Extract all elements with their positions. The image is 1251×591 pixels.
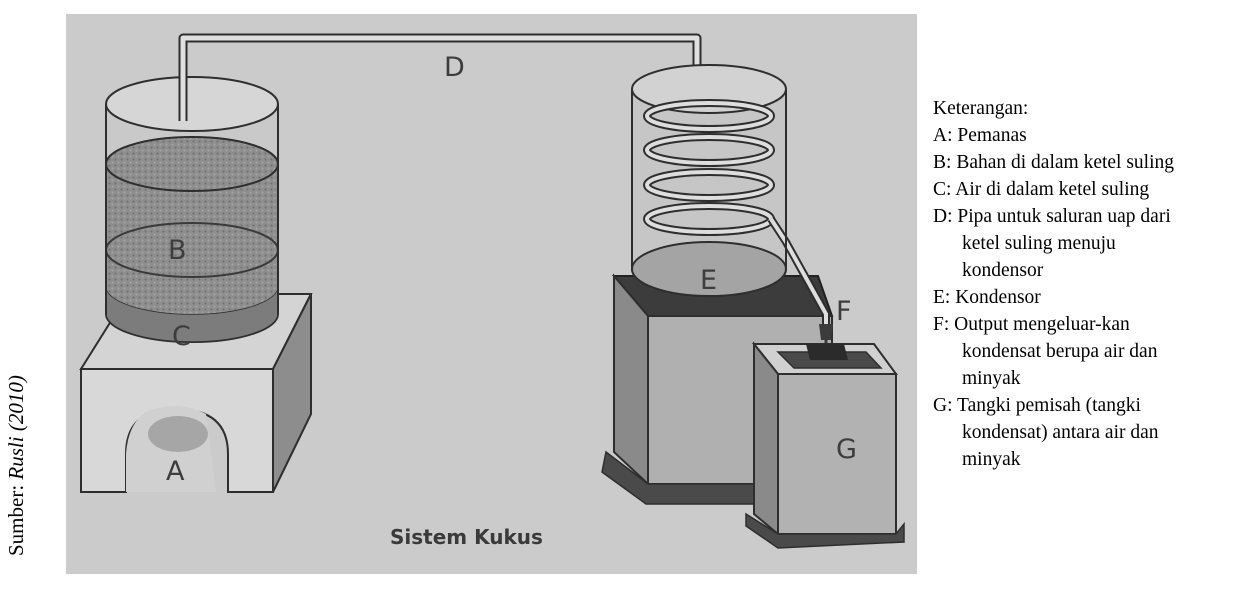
legend-text-continued: ketel suling menuju (962, 233, 1116, 254)
legend-key: B: (933, 152, 952, 173)
legend-text-continued: minyak (962, 449, 1021, 470)
legend-item: E: Kondensor (933, 284, 1245, 311)
legend-text: Output mengeluar-kan (954, 314, 1130, 335)
diagram-caption: Sistem Kukus (390, 525, 543, 549)
legend-key: E: (933, 287, 951, 308)
legend-text: Pemanas (957, 125, 1027, 146)
label-b: B (168, 235, 187, 266)
legend-text-continued: minyak (962, 368, 1021, 389)
legend-key: D: (933, 206, 953, 227)
legend-key: A: (933, 125, 953, 146)
legend-item: F: Output mengeluar-kan kondensat berupa … (933, 311, 1245, 392)
condenser-e (631, 64, 830, 326)
label-d: D (444, 52, 465, 83)
legend-title: Keterangan: (933, 98, 1029, 119)
legend-key: G: (933, 395, 953, 416)
label-g: G (836, 434, 857, 465)
still-boiler (105, 76, 279, 343)
legend-item: A: Pemanas (933, 122, 1245, 149)
legend-key: C: (933, 179, 952, 200)
source-author: Rusli (2010) (4, 375, 28, 480)
label-c: C (172, 321, 191, 352)
legend-text: Pipa untuk saluran uap dari (957, 206, 1171, 227)
legend-text-continued: kondensat berupa air dan (962, 341, 1158, 362)
legend-item: B: Bahan di dalam ketel suling (933, 149, 1245, 176)
separator-tank-g (745, 341, 905, 549)
legend-item: C: Air di dalam ketel suling (933, 176, 1245, 203)
legend-item: G: Tangki pemisah (tangki kondensat) anta… (933, 392, 1245, 473)
legend-text: Kondensor (955, 287, 1041, 308)
source-credit: Sumber: Rusli (2010) (4, 375, 29, 556)
label-e: E (700, 265, 717, 296)
legend-text: Tangki pemisah (tangki (957, 395, 1141, 416)
legend-text: Air di dalam ketel suling (955, 179, 1150, 200)
legend-text-continued: kondensor (962, 260, 1044, 281)
label-a: A (166, 456, 185, 487)
label-f: F (836, 296, 852, 327)
legend-key: F: (933, 314, 950, 335)
source-prefix: Sumber: (4, 479, 28, 556)
legend-item: D: Pipa untuk saluran uap dari ketel suli… (933, 203, 1245, 284)
distillation-diagram: A B C D E F G Sistem Kukus (66, 14, 917, 574)
legend-text-continued: kondensat) antara air dan (962, 422, 1159, 443)
legend-text: Bahan di dalam ketel suling (956, 152, 1175, 173)
